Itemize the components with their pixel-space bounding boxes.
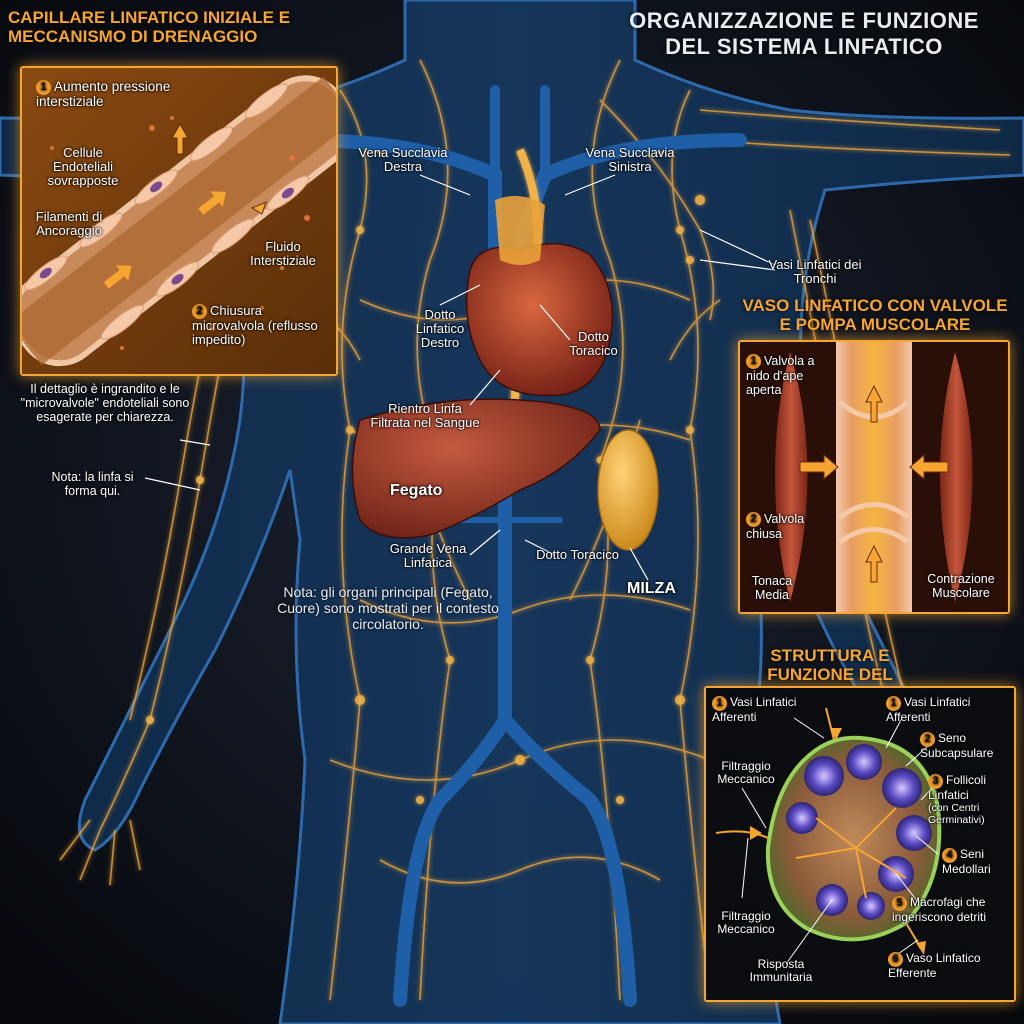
spleen-shape — [597, 429, 659, 551]
afferent-right-number-badge: 1 — [886, 696, 901, 711]
muscle-contraction-label: Contrazione Muscolare — [927, 572, 995, 600]
label-spleen: MILZA — [627, 580, 676, 597]
fluid-particles — [50, 116, 310, 350]
valve-open-number-badge: 1 — [746, 354, 761, 369]
capillary-arrows — [171, 122, 267, 215]
follicles-number-badge: 3 — [928, 774, 943, 789]
node-immune-label: Risposta Immunitaria — [749, 957, 813, 984]
label-left-subclavian: Vena Succlavia Sinistra — [585, 145, 675, 174]
label-great-lymphatic-vein: Grande Vena Linfatica — [389, 541, 467, 570]
tunica-media-label: Tonaca Media — [751, 574, 793, 602]
lymph-node-illustration — [715, 707, 942, 965]
macrophages-number-badge: 5 — [892, 896, 907, 911]
main-title: ORGANIZZAZIONE E FUNZIONE DEL SISTEMA LI… — [629, 8, 979, 59]
label-thoracic-duct-upper: Dotto Toracico — [569, 329, 618, 358]
label-lymph-return: Rientro Linfa Filtrata nel Sangue — [370, 401, 480, 430]
label-right-subclavian: Vena Succlavia Destra — [358, 145, 448, 174]
valve-illustration — [740, 342, 1008, 612]
capillary-fluid-label: Fluido Interstiziale — [250, 239, 316, 268]
valve-panel-title: VASO LINFATICO CON VALVOLE E POMPA MUSCO… — [742, 296, 1008, 334]
muscle-right — [940, 352, 973, 602]
node-follicles-sublabel: (con Centri Germinativi) — [928, 802, 985, 826]
muscle-left — [775, 352, 808, 602]
heart-shape — [465, 242, 614, 397]
medullary-number-badge: 4 — [942, 848, 957, 863]
follicles — [786, 744, 932, 920]
valve-closed-number-badge: 2 — [746, 512, 761, 527]
liver-shape — [351, 398, 601, 539]
node-filter-top-label: Filtraggio Meccanico — [717, 759, 775, 786]
afferent-left-number-badge: 1 — [712, 696, 727, 711]
node-filter-bottom-label: Filtraggio Meccanico — [717, 909, 775, 936]
detail-note: Il dettaglio è ingrandito e le "microval… — [20, 382, 190, 424]
label-liver: Fegato — [390, 482, 443, 499]
step1-number-badge: 1 — [36, 80, 51, 95]
label-right-lymphatic-duct: Dotto Linfatico Destro — [415, 307, 465, 350]
capillary-cells-label: Cellule Endoteliali sovrapposte — [47, 145, 119, 188]
sinus-number-badge: 2 — [920, 732, 935, 747]
leader-lines — [144, 174, 776, 581]
step2-number-badge: 2 — [192, 304, 207, 319]
efferent-number-badge: 6 — [888, 952, 903, 967]
capillary-illustration — [22, 68, 336, 374]
organs-note: Nota: gli organi principali (Fegato, Cuo… — [277, 584, 499, 632]
label-trunk-vessels: Vasi Linfatici dei Tronchi — [768, 257, 862, 286]
label-thoracic-duct-lower: Dotto Toracico — [536, 547, 619, 562]
lymph-formation-note: Nota: la linfa si forma qui. — [51, 470, 134, 498]
capillary-filaments-label: Filamenti di Ancoraggio — [35, 209, 103, 238]
capillary-panel-title: CAPILLARE LINFATICO INIZIALE E MECCANISM… — [8, 8, 291, 46]
